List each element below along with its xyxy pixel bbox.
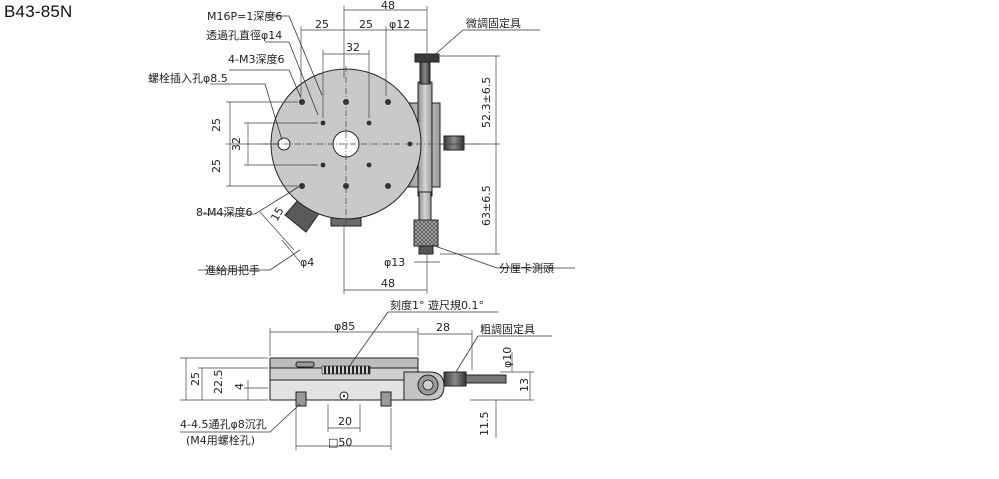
vernier-window (295, 361, 315, 368)
dim-13: 13 (518, 378, 531, 392)
dim-phi10: φ10 (501, 347, 514, 368)
m4-label: 8-M4深度6 (196, 205, 252, 219)
dim-11-5: 11.5 (478, 412, 491, 437)
dim-inner-32: 32 (346, 41, 360, 54)
dim-right-63: 63±6.5 (480, 185, 493, 226)
knob-right (443, 135, 465, 151)
dim-4: 4 (233, 383, 246, 390)
micrometer-sleeve (418, 191, 432, 221)
through-hole-label: 透過孔直徑φ14 (206, 28, 282, 42)
mount-holes-sublabel: (M4用螺栓孔) (186, 433, 255, 447)
counterbore-left (295, 391, 307, 407)
dim-22-5: 22.5 (212, 370, 225, 395)
dim-left-32: 32 (230, 137, 243, 151)
micrometer-cap (418, 245, 434, 255)
dim-25: 25 (189, 372, 202, 386)
counterbore-right (380, 391, 392, 407)
dim-top-25b: 25 (359, 18, 373, 31)
top-view: M16P=1深度6 透過孔直徑φ14 4-M3深度6 螺栓插入孔φ8.5 8-M… (148, 0, 575, 294)
bolt-hole-label: 螺栓插入孔φ8.5 (148, 71, 228, 85)
coarse-lock-label: 粗調固定具 (480, 322, 535, 336)
m16p-label: M16P=1深度6 (207, 9, 282, 23)
feed-handle-label: 進給用把手 (205, 263, 260, 277)
coarse-lock-shaft (465, 374, 507, 384)
m4-hole-pattern (299, 99, 413, 189)
m3-label: 4-M3深度6 (228, 52, 284, 66)
side-view: 刻度1° 遊尺規0.1° 粗調固定具 4-4.5通孔φ8沉孔 (M4用螺栓孔) … (180, 298, 552, 450)
coarse-lock-screw (443, 371, 467, 387)
dim-bottom-48: 48 (381, 277, 395, 290)
model-number: B43-85N (4, 2, 73, 21)
dim-top-48: 48 (381, 0, 395, 12)
dim-phi85: φ85 (334, 320, 355, 333)
dim-phi12: φ12 (389, 18, 410, 31)
fine-lock-label: 微調固定具 (466, 16, 521, 30)
dim-28: 28 (436, 321, 450, 334)
dim-phi13: φ13 (384, 256, 405, 269)
dim-handle-phi4: φ4 (300, 256, 314, 269)
dim-left-25a: 25 (210, 118, 223, 132)
scale-teeth (321, 365, 371, 375)
dim-handle-15: 15 (268, 205, 286, 224)
dim-right-52: 52.3±6.5 (480, 77, 493, 128)
scale-label: 刻度1° 遊尺規0.1° (390, 298, 484, 312)
dim-sq50: □50 (328, 436, 352, 449)
dim-top-25a: 25 (315, 18, 329, 31)
micrometer-thimble (413, 219, 439, 247)
dim-20: 20 (338, 415, 352, 428)
micrometer-label: 分厘卡測頭 (499, 261, 554, 275)
dim-left-25b: 25 (210, 159, 223, 173)
mount-holes-label: 4-4.5通孔φ8沉孔 (180, 418, 267, 431)
